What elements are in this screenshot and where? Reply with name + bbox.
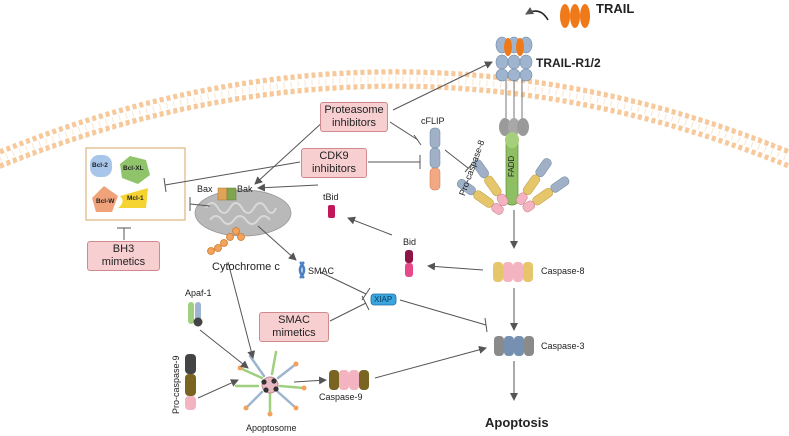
inhibition-lines [117, 121, 488, 333]
cflip-label: cFLIP [421, 116, 445, 126]
cdk9-inhibitors-line1: CDK9 [319, 150, 349, 163]
smac-mimetics-line1: SMAC [278, 314, 310, 327]
bh3-mimetics-line2: mimetics [101, 256, 146, 268]
cflip-icon [429, 127, 441, 191]
caspase-9-label: Caspase-9 [319, 392, 363, 402]
xiap-label: XIAP [374, 295, 393, 304]
apoptosis-label: Apoptosis [485, 415, 549, 430]
bcl-xl-icon [120, 156, 150, 184]
pro-caspase-9-label: Pro-caspase-9 [171, 355, 181, 414]
trail-binding-arrow [525, 7, 549, 21]
tbid-label: tBid [323, 192, 339, 202]
caspase-3-label: Caspase-3 [541, 341, 585, 351]
cdk9-inhibitors-box: CDK9 inhibitors [301, 148, 367, 178]
bcl-2-label: Bcl-2 [92, 162, 108, 169]
trail-label: TRAIL [596, 1, 635, 16]
bid-label: Bid [403, 237, 417, 247]
bcl-xl-label: Bcl-XL [123, 165, 144, 172]
apaf-1-icon [188, 302, 203, 327]
cytochrome-c-icon [207, 227, 245, 255]
disc-complex-icon [456, 118, 570, 215]
bid-icon [405, 250, 413, 277]
apoptosome-icon [234, 350, 307, 417]
bak-label: Bak [237, 184, 253, 194]
bcl-w-label: Bcl-W [96, 198, 115, 205]
smac-label: SMAC [308, 266, 335, 276]
pro-caspase-9-icon [185, 354, 196, 410]
smac-mimetics-box: SMAC mimetics [259, 312, 329, 342]
cdk9-inhibitors-line2: inhibitors [311, 163, 357, 175]
smac-icon [298, 261, 306, 279]
activation-arrows [197, 61, 518, 401]
bax-label: Bax [197, 184, 213, 194]
apoptosome-label: Apoptosome [246, 423, 297, 433]
smac-mimetics-line2: mimetics [272, 327, 316, 339]
fadd-label: FADD [507, 155, 516, 177]
xiap-icon [370, 293, 397, 306]
tbid-icon [328, 205, 335, 218]
trail-ligand-icon [560, 4, 590, 28]
cytochrome-c-label: Cytochrome c [212, 261, 280, 273]
caspase-8-icon [493, 262, 533, 282]
proteasome-inhibitors-box: Proteasome inhibitors [320, 102, 388, 132]
bcl-w-icon [92, 186, 118, 212]
caspase-8-label: Caspase-8 [541, 266, 585, 276]
mcl-1-label: Mcl-1 [127, 195, 144, 202]
trail-receptor-label: TRAIL-R1/2 [536, 56, 601, 70]
cell-membrane [0, 69, 789, 169]
caspase-3-icon [494, 336, 534, 356]
proteasome-inhibitors-line1: Proteasome [324, 104, 384, 117]
proteasome-inhibitors-line2: inhibitors [331, 117, 377, 129]
trail-receptor-icon [495, 36, 533, 118]
bh3-mimetics-box: BH3 mimetics [87, 241, 160, 271]
caspase-9-icon [329, 370, 369, 390]
bcl-2-icon [90, 155, 112, 177]
bh3-mimetics-line1: BH3 [112, 243, 135, 256]
mcl-1-icon [118, 188, 148, 208]
apaf-1-label: Apaf-1 [185, 288, 212, 298]
mitochondrion-icon [194, 187, 292, 237]
